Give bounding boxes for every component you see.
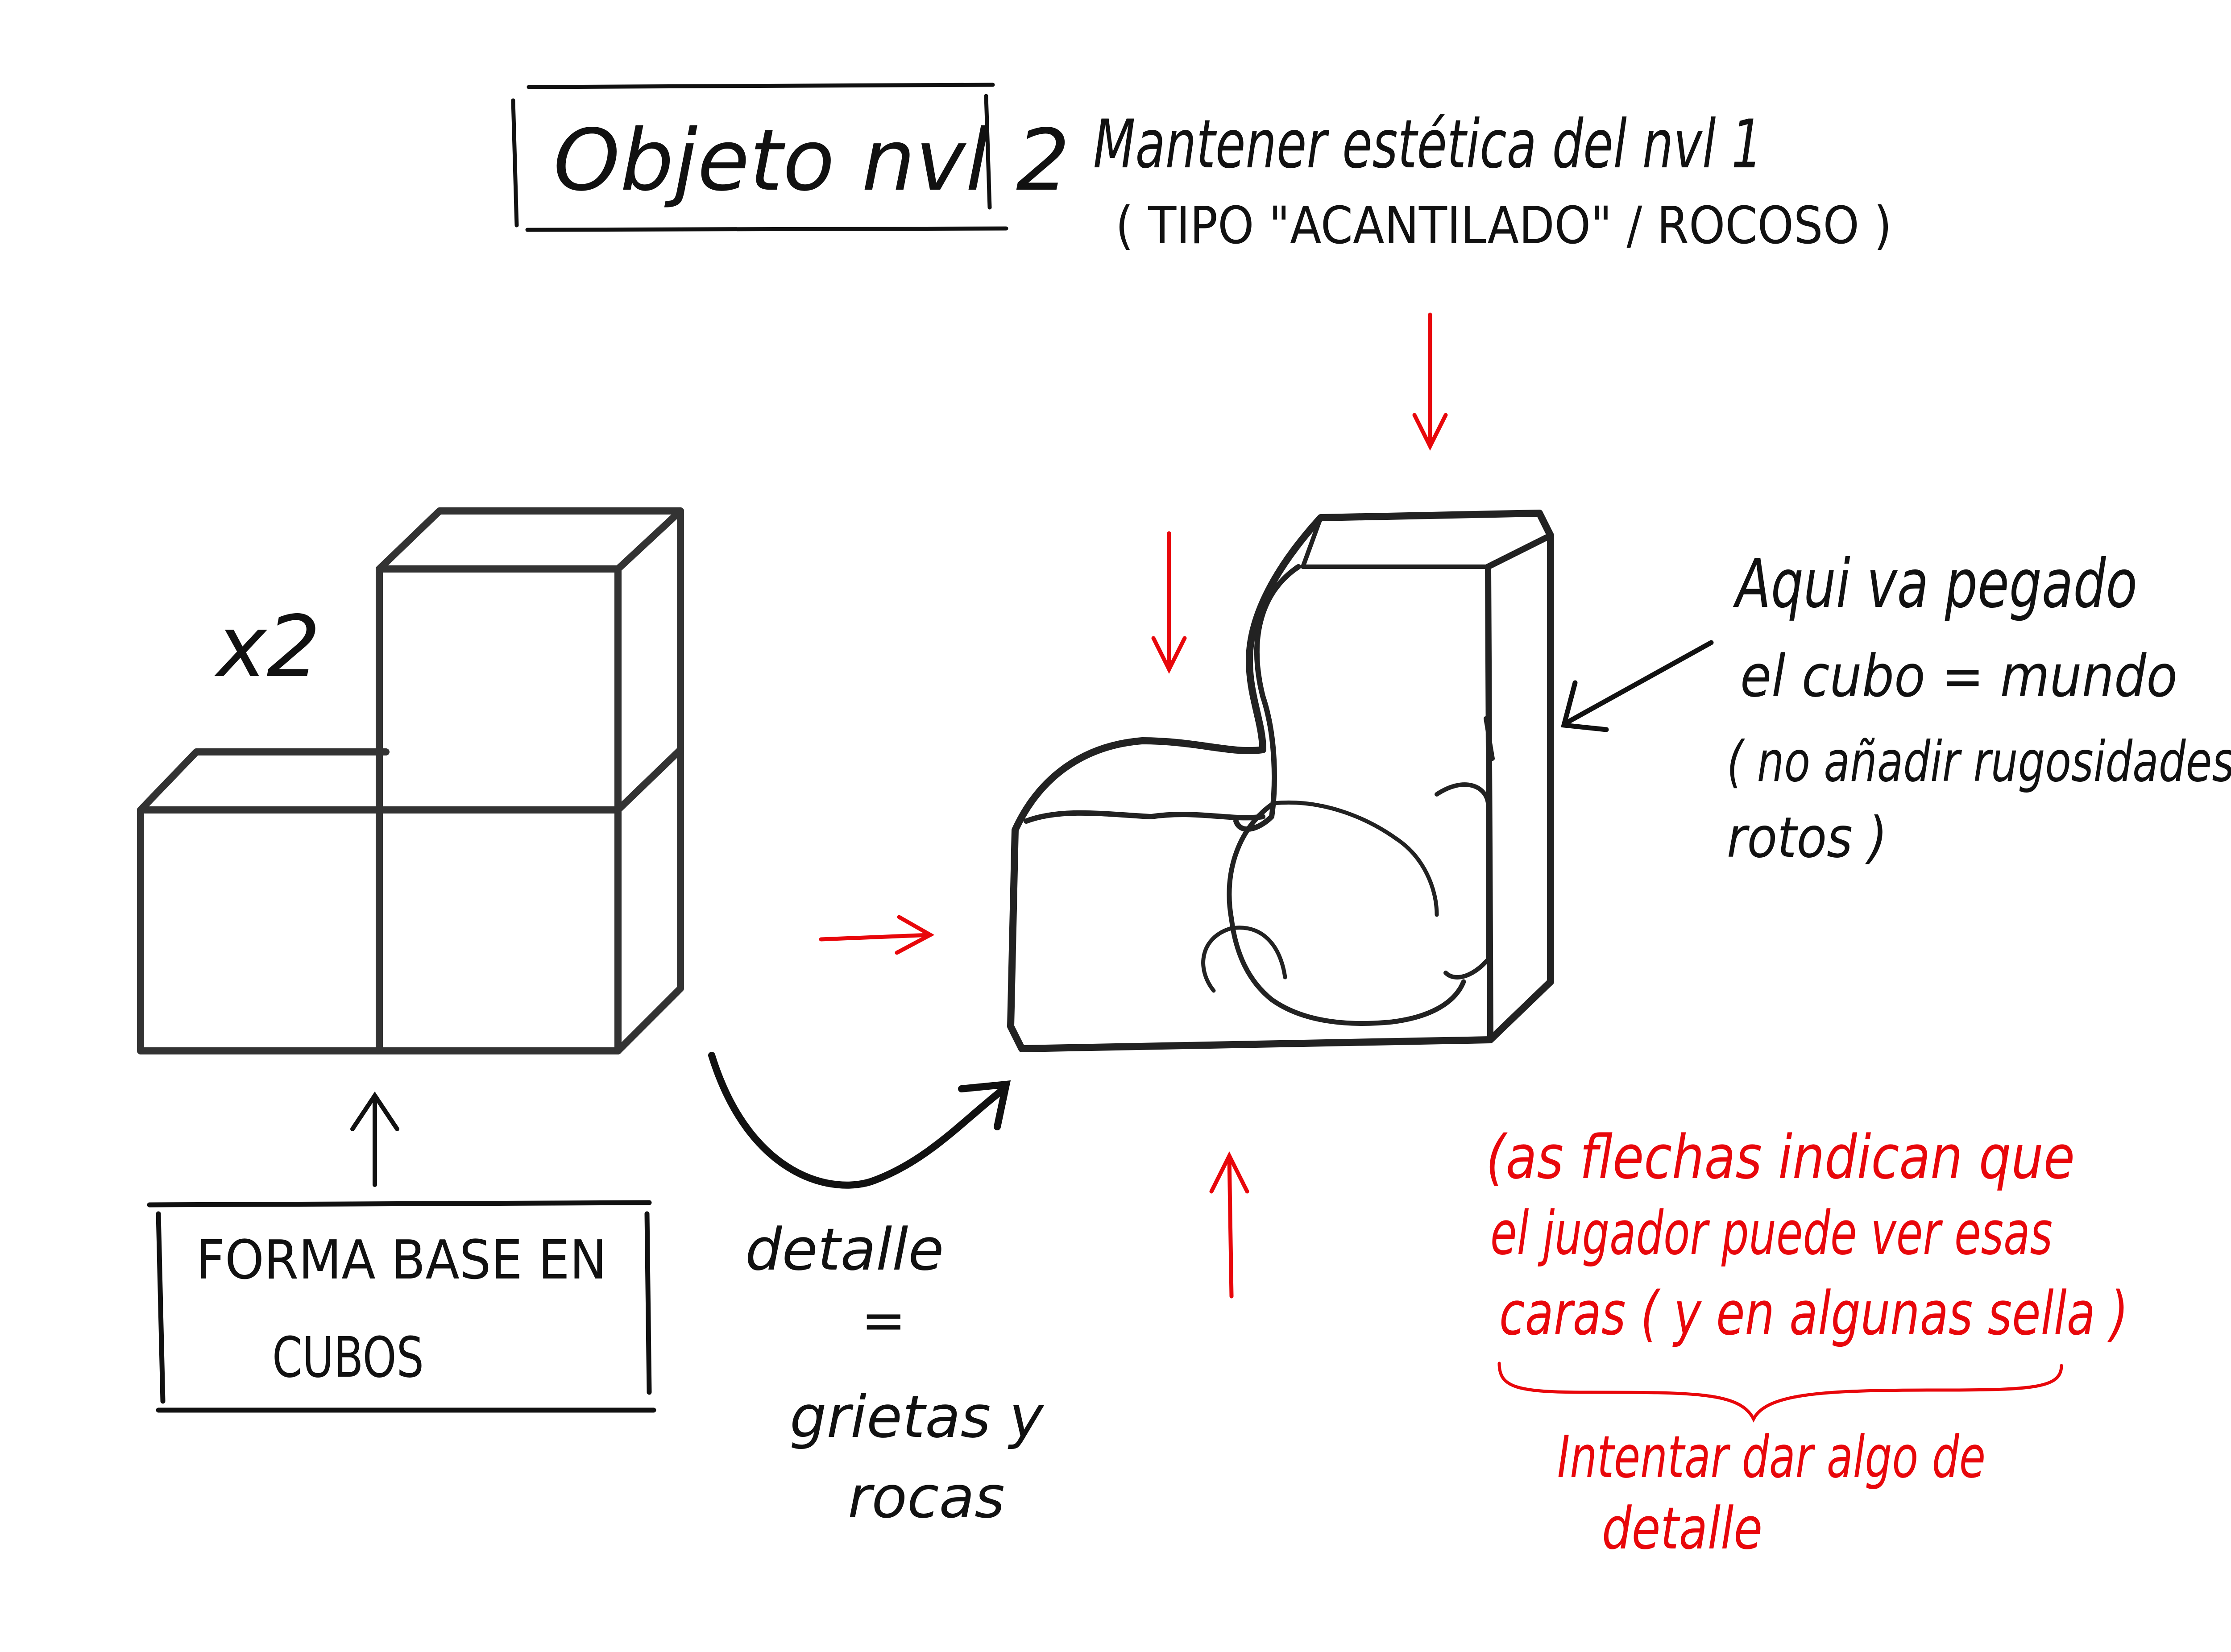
arrows-line-2: el jugador puede ver esas — [1490, 1198, 2053, 1268]
brace-mark — [1497, 1361, 2063, 1423]
cube-base-form — [137, 507, 684, 1054]
detail-note: detalle = grietas y rocas — [745, 1216, 1045, 1531]
detail-line-3: grietas y — [790, 1383, 1045, 1451]
title-text: Objeto nvl 2 — [553, 111, 1070, 210]
multiplier-label: x2 — [214, 598, 320, 696]
attach-line-1: Aqui va pegado — [1733, 545, 2137, 623]
title-box: Objeto nvl 2 — [511, 83, 1070, 232]
aesthetic-line-1: Mantener estética del nvl 1 — [1093, 106, 1762, 183]
arrow-down-icon — [1151, 531, 1187, 674]
attach-line-2: el cubo = mundo — [1740, 642, 2177, 710]
arrows-line-5: detalle — [1602, 1494, 1762, 1562]
rocky-object — [1007, 510, 1554, 1052]
attach-line-3: ( no añadir rugosidades / — [1727, 730, 2231, 794]
arrows-line-3: caras ( y en algunas sella ) — [1499, 1278, 2128, 1349]
attach-note: Aqui va pegado el cubo = mundo ( no añad… — [1727, 545, 2231, 870]
detail-line-2: = — [861, 1290, 906, 1352]
base-form-box — [147, 1200, 656, 1413]
arrows-line-4: Intentar dar algo de — [1557, 1423, 1986, 1491]
arrows-line-1: (as flechas indican que — [1486, 1122, 2075, 1192]
arrow-left-icon — [1561, 640, 1714, 732]
arrow-right-icon — [819, 915, 935, 955]
attach-line-4: rotos ) — [1727, 805, 1887, 870]
aesthetic-note: Mantener estética del nvl 1 ( TIPO "ACAN… — [1093, 106, 1892, 256]
arrow-down-icon — [1412, 312, 1448, 451]
aesthetic-line-2: ( TIPO "ACANTILADO" / ROCOSO ) — [1116, 196, 1892, 256]
arrow-up-icon — [350, 1091, 399, 1187]
base-form-line-2: CUBOS — [272, 1325, 424, 1390]
curved-arrow-icon — [708, 1052, 1011, 1189]
arrows-note: (as flechas indican que el jugador puede… — [1486, 1122, 2128, 1562]
base-form-line-1: FORMA BASE EN — [196, 1229, 607, 1291]
detail-line-4: rocas — [848, 1463, 1005, 1531]
arrow-up-icon — [1209, 1151, 1249, 1299]
detail-line-1: detalle — [745, 1216, 944, 1283]
